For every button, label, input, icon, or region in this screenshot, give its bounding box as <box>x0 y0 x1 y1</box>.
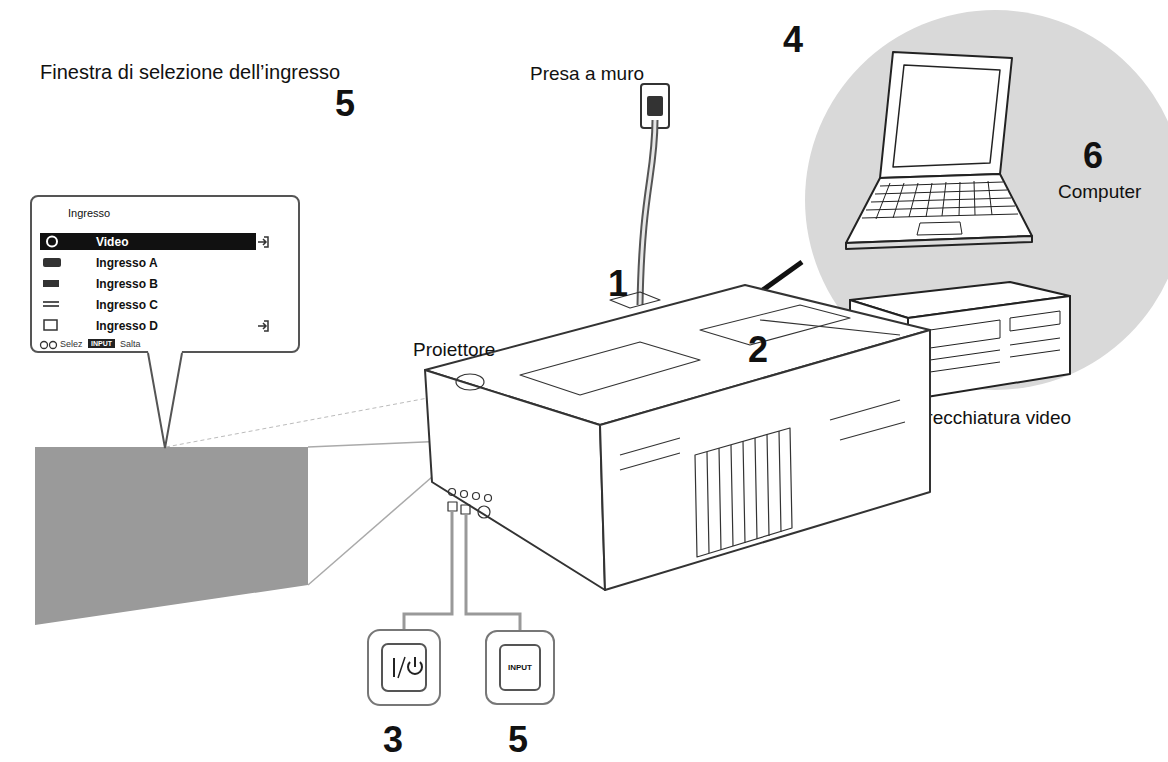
callout-number: 5 <box>335 86 355 122</box>
button-face: INPUT <box>499 644 541 691</box>
projector-drawing <box>425 285 930 590</box>
input-button: INPUT <box>485 630 555 705</box>
footer-hint: Selez <box>60 340 83 349</box>
power-cord <box>640 120 655 305</box>
callout-number: 1 <box>608 266 628 302</box>
footer-key: INPUT <box>88 339 115 348</box>
button-label: INPUT <box>508 664 532 672</box>
power-button <box>368 630 440 705</box>
callout-pointer <box>148 353 182 448</box>
footer-hint: Salta <box>120 340 141 349</box>
menu-item: Ingresso B <box>96 278 158 290</box>
callout-number: 5 <box>508 722 528 758</box>
menu-item: Ingresso D <box>96 320 158 332</box>
menu-icons <box>32 197 298 351</box>
selection-window: IngressoVideoIngresso A Ingresso B Ingress… <box>30 195 300 353</box>
window-heading: Ingresso <box>68 208 110 219</box>
power-cord <box>640 120 655 305</box>
menu-item: Ingresso A <box>96 257 158 269</box>
part-label: Proiettore <box>413 340 495 359</box>
projected-image <box>35 447 308 625</box>
callout-number: 3 <box>383 722 403 758</box>
part-label: Presa a muro <box>530 64 644 83</box>
callout-pointer <box>148 351 182 448</box>
callout-number: 2 <box>748 332 768 368</box>
callout-number: 6 <box>1083 138 1103 174</box>
device-label: Computer <box>1058 182 1141 201</box>
light-ray <box>308 470 440 585</box>
light-ray <box>166 392 460 447</box>
leader-line <box>404 512 452 630</box>
menu-item: Video <box>96 236 128 248</box>
window-caption: Finestra di selezione dell’ingresso <box>40 62 340 82</box>
callout-number: 4 <box>783 22 803 58</box>
menu-item: Ingresso C <box>96 299 158 311</box>
leader-line <box>466 515 520 630</box>
